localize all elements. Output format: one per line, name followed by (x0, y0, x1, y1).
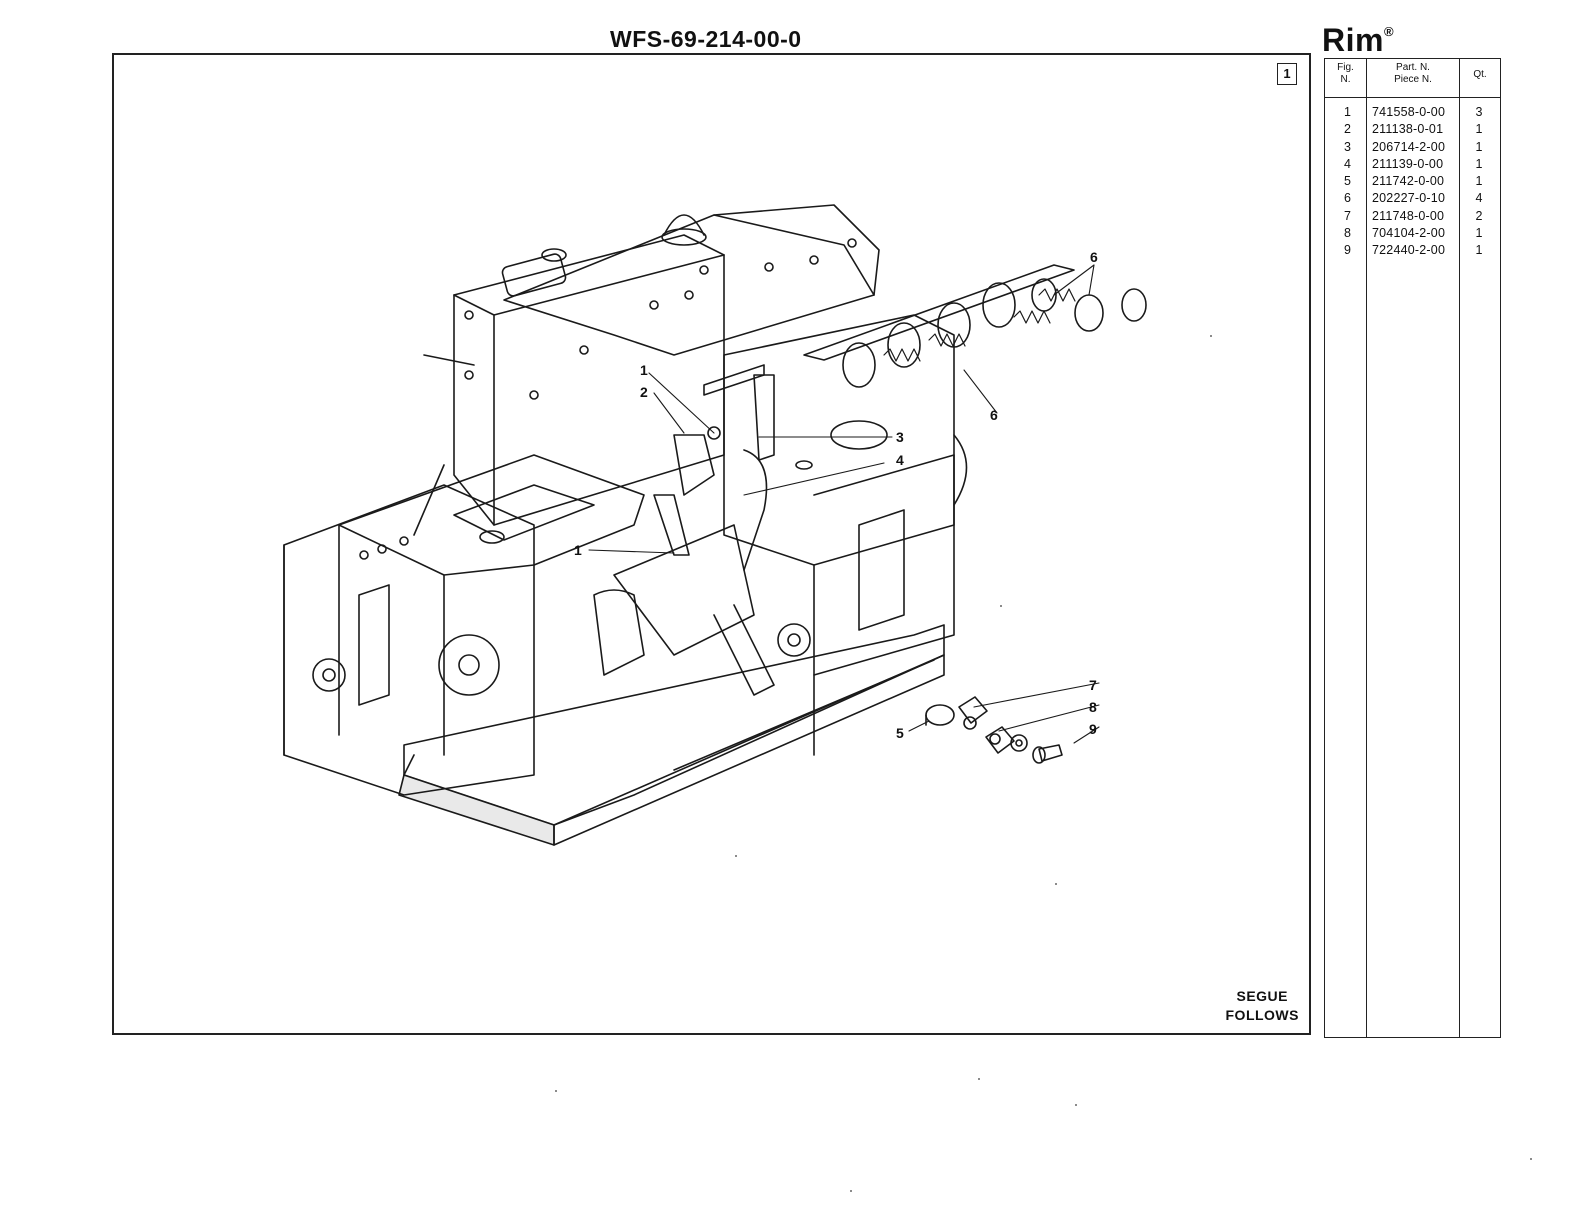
callout-5: 5 (896, 725, 904, 741)
callout-9: 9 (1089, 721, 1097, 737)
fig-cell: 3 (1325, 140, 1351, 154)
sheet-title: WFS-69-214-00-0 (610, 26, 802, 53)
header-part-line1: Part. N. (1367, 62, 1459, 74)
header-fig: Fig. N. (1325, 62, 1366, 86)
callout-7: 7 (1089, 677, 1097, 693)
part-cell: 211138-0-01 (1372, 122, 1462, 136)
machine-base (399, 625, 944, 845)
part-cell: 206714-2-00 (1372, 140, 1462, 154)
part-cell: 211139-0-00 (1372, 157, 1462, 171)
continue-note-line2: FOLLOWS (1226, 1006, 1300, 1025)
callout-1-lower: 1 (574, 542, 582, 558)
tension-discs (843, 279, 1146, 387)
fig-cell: 6 (1325, 191, 1351, 205)
header-fig-line1: Fig. (1325, 62, 1366, 74)
fig-cell: 5 (1325, 174, 1351, 188)
callout-8: 8 (1089, 699, 1097, 715)
callout-6-upper: 6 (1090, 249, 1098, 265)
continue-note-line1: SEGUE (1226, 987, 1300, 1006)
tension-springs (884, 289, 1075, 361)
qty-cell: 1 (1465, 122, 1493, 136)
qty-cell: 4 (1465, 191, 1493, 205)
callout-4: 4 (896, 452, 904, 468)
part-cell: 722440-2-00 (1372, 243, 1462, 257)
qty-cell: 2 (1465, 209, 1493, 223)
leader-lines (589, 265, 1099, 743)
part-cell: 741558-0-00 (1372, 105, 1462, 119)
qty-cell: 1 (1465, 157, 1493, 171)
qty-cell: 1 (1465, 226, 1493, 240)
right-housing (724, 315, 967, 755)
fig-cell: 7 (1325, 209, 1351, 223)
qty-cell: 1 (1465, 243, 1493, 257)
qty-cell: 1 (1465, 174, 1493, 188)
qty-cell: 3 (1465, 105, 1493, 119)
top-cover (501, 205, 879, 355)
fig-cell: 2 (1325, 122, 1351, 136)
fig-cell: 8 (1325, 226, 1351, 240)
fig-cell: 9 (1325, 243, 1351, 257)
part-cell: 211742-0-00 (1372, 174, 1462, 188)
part-cell: 704104-2-00 (1372, 226, 1462, 240)
header-part: Part. N. Piece N. (1367, 62, 1459, 86)
exploded-view-frame: 1 (112, 53, 1311, 1035)
brand-name: Rim (1322, 22, 1384, 58)
small-parts-5-7-8-9 (926, 697, 1062, 763)
qty-cell: 1 (1465, 140, 1493, 154)
exploded-view-drawing: 1 2 3 4 1 5 6 6 7 8 9 (114, 55, 1309, 1033)
part-cell: 202227-0-10 (1372, 191, 1462, 205)
part-cell: 211748-0-00 (1372, 209, 1462, 223)
fig-cell: 4 (1325, 157, 1351, 171)
header-qty: Qt. (1460, 69, 1500, 81)
fig-cell: 1 (1325, 105, 1351, 119)
callout-1: 1 (640, 362, 648, 378)
continue-note: SEGUE FOLLOWS (1226, 987, 1300, 1025)
header-part-line2: Piece N. (1367, 74, 1459, 86)
callout-6-lower: 6 (990, 407, 998, 423)
machine-upper-body (454, 235, 724, 525)
callout-3: 3 (896, 429, 904, 445)
brand-logo: Rim® (1322, 22, 1394, 59)
header-separator (1325, 97, 1500, 98)
header-fig-line2: N. (1325, 74, 1366, 86)
callout-2: 2 (640, 384, 648, 400)
bed-plate (339, 455, 644, 755)
registered-mark: ® (1384, 24, 1394, 39)
